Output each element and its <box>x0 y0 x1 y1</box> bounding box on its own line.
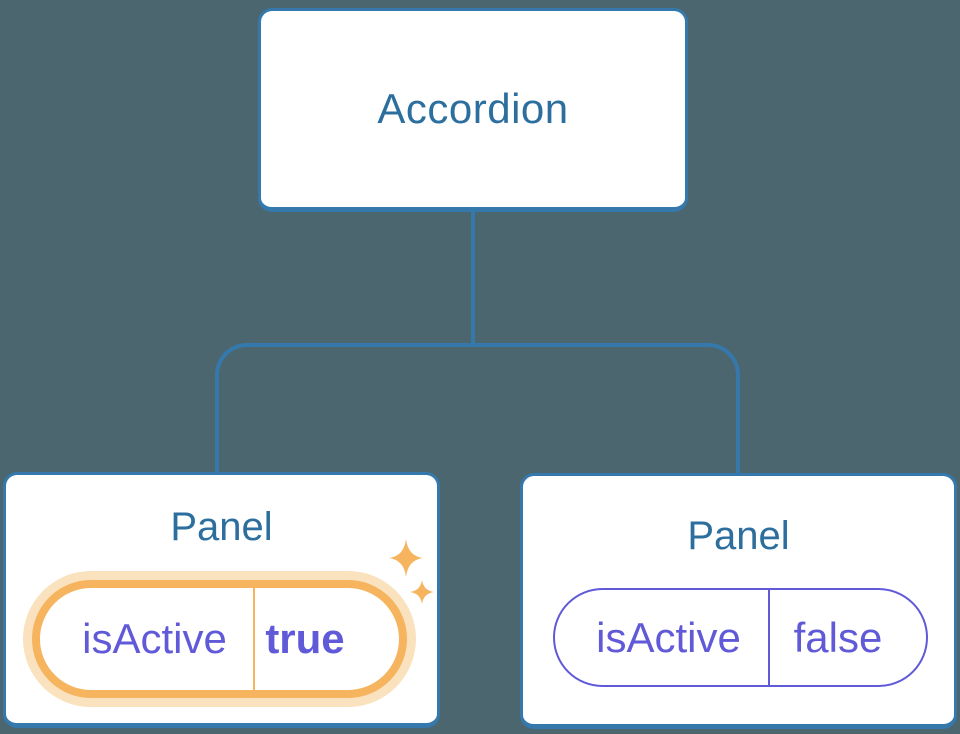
panel-title: Panel <box>170 505 273 549</box>
accordion-node: Accordion <box>258 8 688 212</box>
state-value-label: false <box>793 613 883 661</box>
panel-title: Panel <box>687 514 790 558</box>
state-key-label: isActive <box>555 590 770 685</box>
panel-node-active: Panel isActive true <box>3 472 440 728</box>
state-pill-inactive: isActive false <box>553 588 928 687</box>
state-key-label: isActive <box>40 588 255 690</box>
panel-node-inactive: Panel isActive false <box>520 473 957 729</box>
state-value-label: true <box>265 615 345 662</box>
state-pill-active: isActive true <box>32 580 407 698</box>
tree-connector-branch <box>215 343 740 473</box>
tree-connector-vertical <box>471 210 475 344</box>
accordion-label: Accordion <box>377 85 569 132</box>
sparkles-icon <box>389 539 434 604</box>
